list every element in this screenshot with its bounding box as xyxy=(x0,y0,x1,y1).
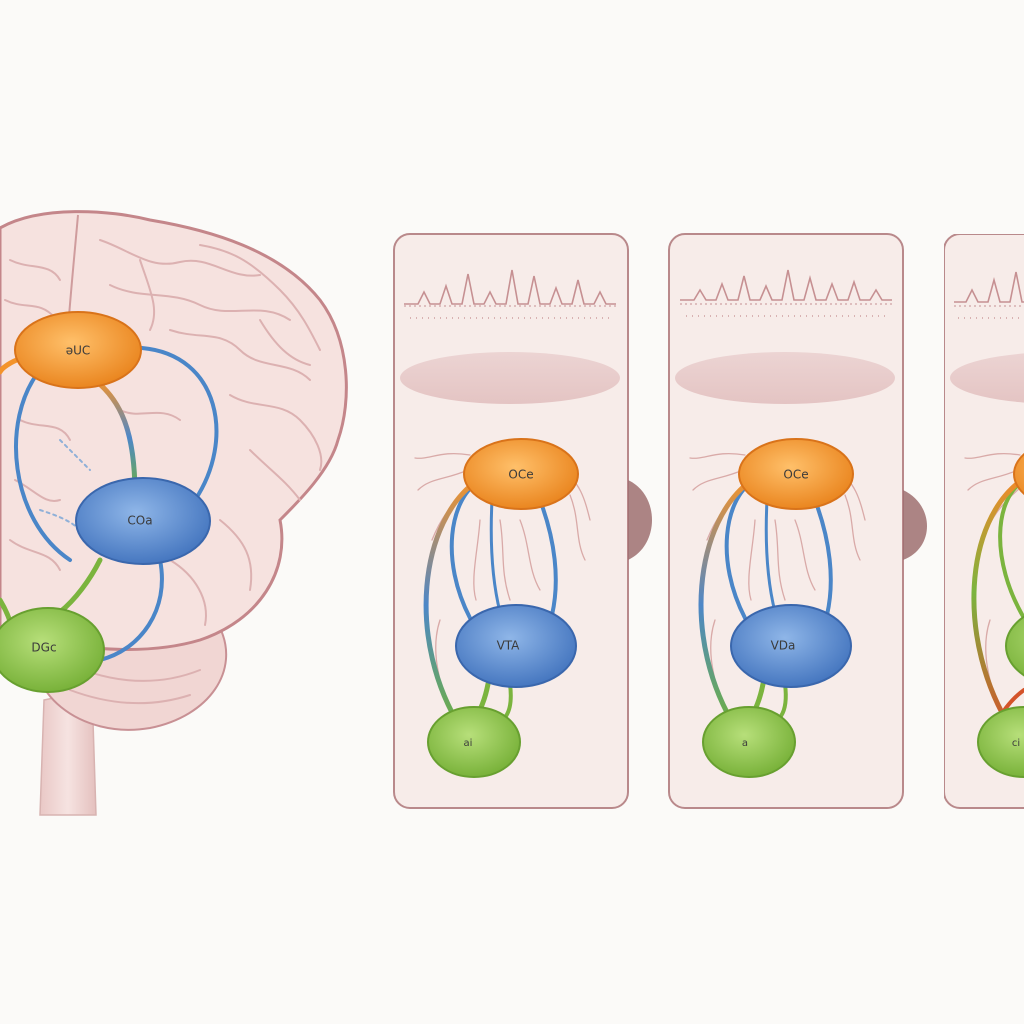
panel-3-band xyxy=(950,353,1024,403)
panel-2-waveform xyxy=(680,269,892,317)
panel-3-waveform xyxy=(954,271,1024,319)
brain-node-mid-label: COa xyxy=(127,514,152,528)
pathway-faint-1 xyxy=(59,439,91,471)
panel-1-band xyxy=(400,352,620,404)
panel-1-node-bottom: ai xyxy=(427,706,521,778)
panel-3-node-bottom: ci xyxy=(977,706,1024,778)
pathway-mid-to-bottom xyxy=(98,558,164,662)
pathway-green-link xyxy=(57,557,103,615)
panel-1-node-top: OCe xyxy=(463,438,579,510)
pathway-top-to-mid xyxy=(140,346,219,502)
panel-2-node-bottom-label: a xyxy=(742,738,748,749)
brain-node-bottom: DGc xyxy=(0,607,105,693)
panel-1-node-bottom-label: ai xyxy=(464,738,473,749)
panel-1-node-mid: VTA xyxy=(455,604,577,688)
panel-1-node-mid-label: VTA xyxy=(497,639,521,653)
panel-2-node-bottom: a xyxy=(702,706,796,778)
panel-1-node-top-label: OCe xyxy=(508,468,533,482)
panel-2-node-top: OCe xyxy=(738,438,854,510)
panel-3-node-mid xyxy=(1005,615,1024,677)
pathway-top-descending xyxy=(92,377,138,498)
brain-node-top: ǝUC xyxy=(14,311,142,389)
brain-node-bottom-label: DGc xyxy=(31,641,56,655)
brain-illustration: ǝUC COa DGc xyxy=(0,210,348,816)
panel-2-node-mid-label: VDa xyxy=(771,639,796,653)
panel-1: OCe VTA ai xyxy=(393,233,652,809)
brain-node-top-label: ǝUC xyxy=(66,344,91,358)
panel-3: ci xyxy=(944,234,1024,809)
pathway-outer-loop xyxy=(14,368,72,562)
brain-pathways xyxy=(0,346,219,662)
panel-1-waveform xyxy=(404,269,616,319)
panel-2: OCe VDa a xyxy=(668,233,927,809)
cerebrum xyxy=(0,210,348,662)
panel-3-node-bottom-label: ci xyxy=(1012,738,1020,749)
panel-2-band xyxy=(675,352,895,404)
panel-2-node-top-label: OCe xyxy=(783,468,808,482)
panel-1-side-lobe xyxy=(628,480,652,560)
brain-node-mid: COa xyxy=(75,477,211,565)
panel-2-node-mid: VDa xyxy=(730,604,852,688)
panel-3-node-top xyxy=(1013,452,1024,496)
panel-2-side-lobe xyxy=(903,490,927,560)
